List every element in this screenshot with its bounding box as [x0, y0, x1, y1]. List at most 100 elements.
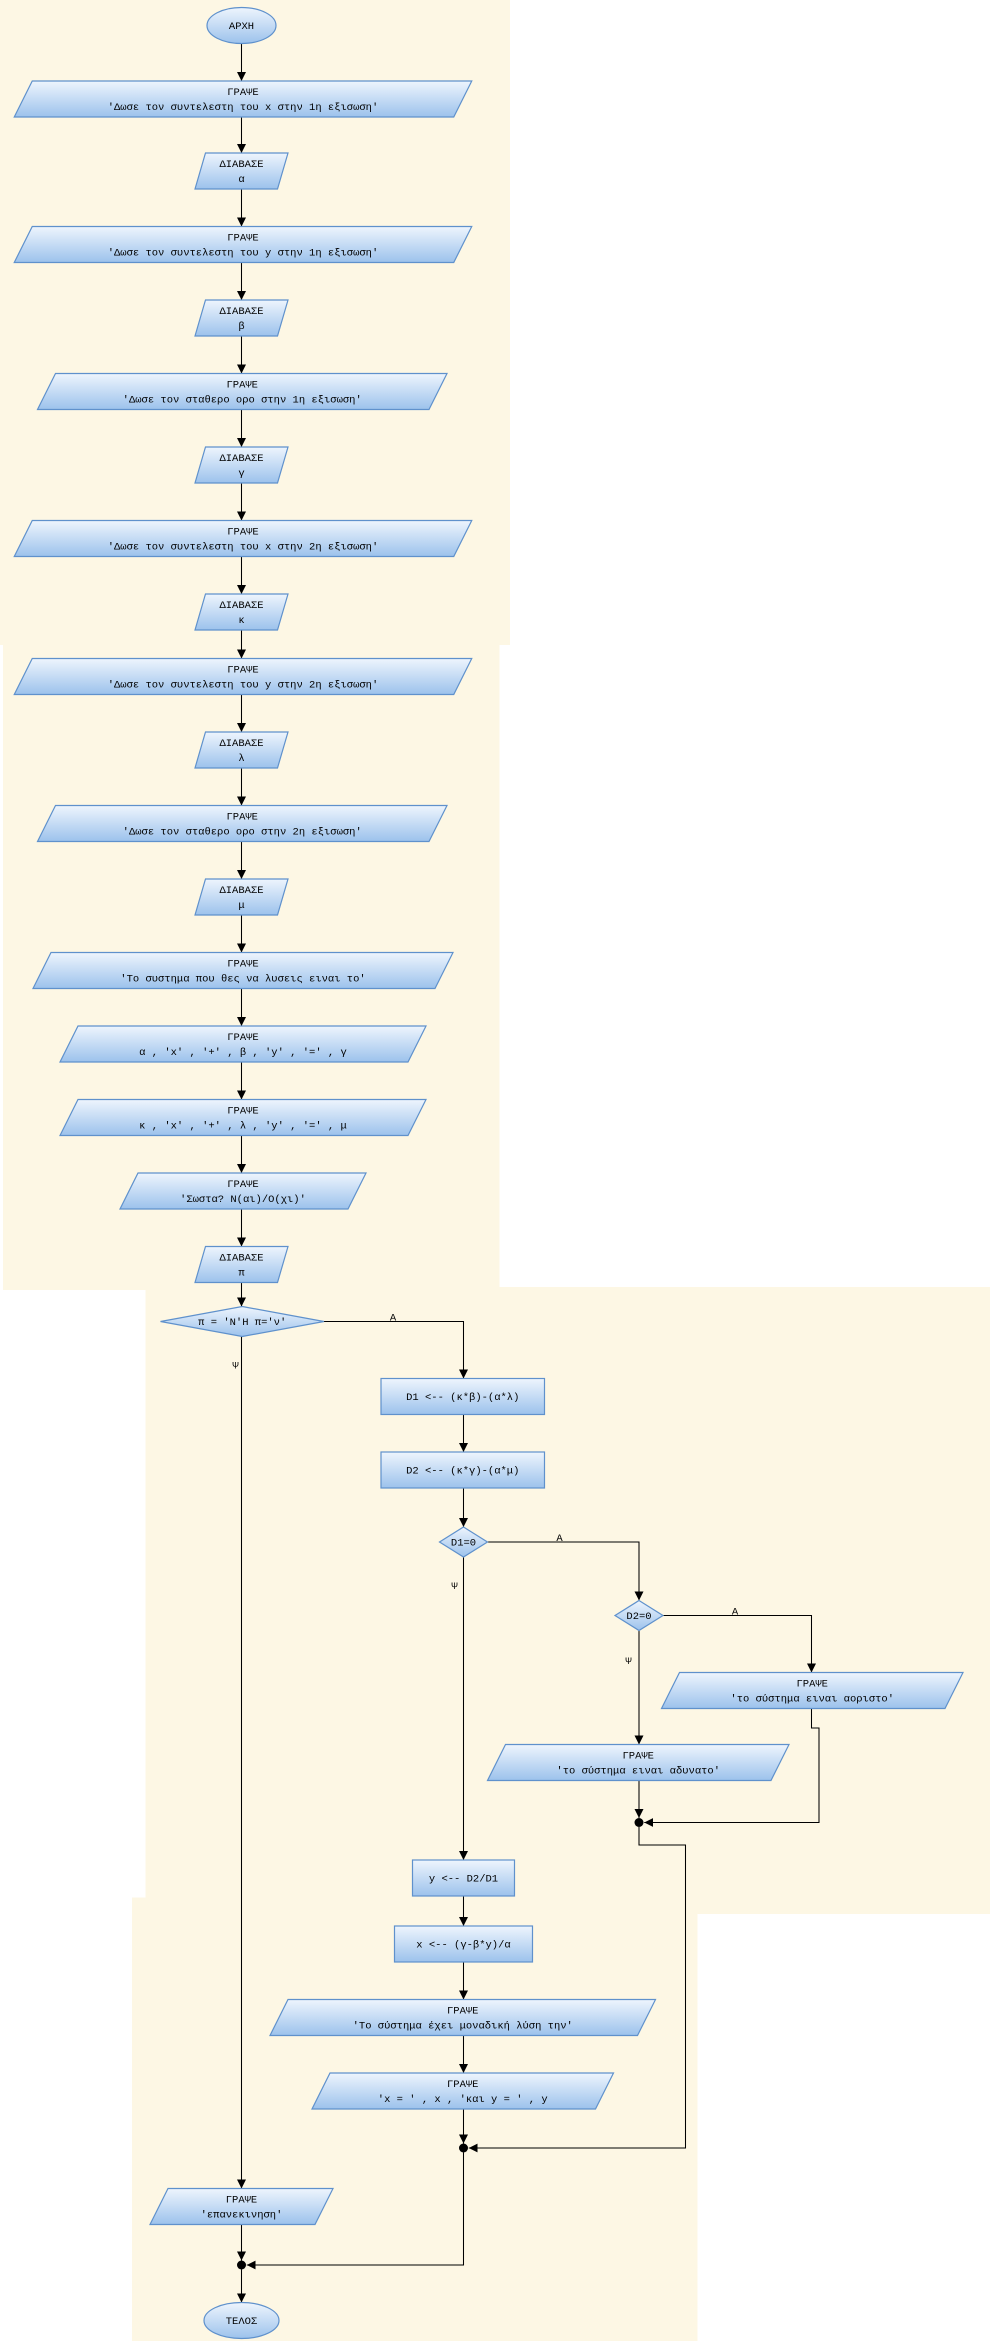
- node-text: 'Το συστημα που θες να λυσεις ειναι το': [120, 974, 365, 986]
- node-text: λ: [238, 753, 244, 765]
- junction-dot: [458, 2143, 468, 2153]
- io-parallelogram: [119, 1172, 367, 1210]
- node-text: 'το σύστημα ειναι αοριστο': [730, 1694, 894, 1706]
- flow-arrow: [323, 1320, 468, 1379]
- node-keyword: ΓΡΑΨΕ: [226, 2195, 257, 2207]
- node-read-p: ΔΙΑΒΑΣΕ π: [194, 1245, 289, 1284]
- io-parallelogram: [194, 299, 289, 337]
- node-keyword: ΓΡΑΨΕ: [227, 1179, 258, 1191]
- junction-dot: [634, 1817, 644, 1827]
- io-parallelogram: [36, 804, 448, 843]
- node-keyword: ΔΙΑΒΑΣΕ: [219, 159, 263, 171]
- background-panel: [145, 1286, 990, 1914]
- io-parallelogram: [311, 2072, 615, 2110]
- branch-label-no: Ψ: [232, 1361, 239, 1373]
- node-write-restart: ΓΡΑΨΕ 'επανεκινηση': [149, 2187, 334, 2226]
- node-assign-y: y <-- D2/D1: [411, 1859, 516, 1897]
- node-write-system-intro: ΓΡΑΨΕ'Το συστημα που θες να λυσεις ειναι…: [32, 951, 454, 990]
- branch-label-yes: Α: [390, 1313, 397, 1325]
- decision-diamond: [160, 1305, 325, 1338]
- node-keyword: ΓΡΑΨΕ: [227, 233, 258, 245]
- node-text: κ , 'x' , '+' , λ , 'y' , '=' , μ: [139, 1121, 347, 1133]
- node-text: 'Σωστα? Ν(αι)/Ο(χι)': [180, 1194, 306, 1206]
- node-text: 'το σύστημα ειναι αδυνατο': [556, 1766, 720, 1778]
- node-text: α , 'x' , '+' , β , 'y' , '=' , γ: [139, 1047, 347, 1059]
- node-keyword: ΓΡΑΨΕ: [447, 2006, 478, 2018]
- terminal-ellipse: [203, 2301, 280, 2340]
- io-parallelogram: [486, 1743, 790, 1782]
- process-box: [393, 1925, 534, 1963]
- node-text: 'Δωσε τον συντελεστη του x στην 1η εξισω…: [108, 102, 379, 114]
- node-read-b: ΔΙΑΒΑΣΕ β: [194, 299, 289, 337]
- node-label: D1 <-- (κ*β)-(α*λ): [406, 1392, 519, 1404]
- node-text: α: [238, 174, 244, 186]
- io-parallelogram: [194, 731, 289, 769]
- node-text: 'x = ' , x , 'και y = ' , y: [378, 2094, 548, 2106]
- node-text: 'Δωσε τον συντελεστη του y στην 1η εξισω…: [108, 248, 379, 260]
- node-text: β: [238, 321, 244, 333]
- junction-dot: [236, 2260, 246, 2270]
- node-keyword: ΓΡΑΨΕ: [227, 527, 258, 539]
- node-keyword: ΔΙΑΒΑΣΕ: [219, 1253, 263, 1265]
- flow-nodes: ΑΡΧΗ ΓΡΑΨΕ 'Δωσε τον συντελεστη του x στην…: [13, 6, 964, 2340]
- node-decision-d1: D1=0: [438, 1526, 489, 1558]
- io-parallelogram: [36, 372, 448, 411]
- node-text: π: [238, 1268, 245, 1280]
- node-keyword: ΓΡΑΨΕ: [623, 1751, 654, 1763]
- node-write-coef-y2: ΓΡΑΨΕ 'Δωσε τον συντελεστη του y στην 2η …: [13, 657, 473, 696]
- node-start: ΑΡΧΗ: [206, 6, 277, 45]
- process-box: [380, 1451, 546, 1489]
- node-decision-answer: π = 'Ν'Η π='ν': [160, 1305, 325, 1338]
- node-write-impossible: ΓΡΑΨΕ 'το σύστημα ειναι αδυνατο': [486, 1743, 790, 1782]
- node-text: 'Το σύστημα έχει μοναδική λύση την': [353, 2021, 573, 2033]
- decision-diamond: [613, 1599, 665, 1632]
- node-keyword: ΓΡΑΨΕ: [227, 665, 258, 677]
- node-write-xy: ΓΡΑΨΕ'x = ' , x , 'και y = ' , y: [311, 2072, 615, 2110]
- node-text: 'Δωσε τον σταθερο ορο στην 1η εξισωση': [123, 395, 362, 407]
- flow-arrow: [246, 2152, 465, 2270]
- io-parallelogram: [194, 1245, 289, 1284]
- node-read-a: ΔΙΑΒΑΣΕ α: [194, 152, 289, 190]
- io-parallelogram: [59, 1025, 427, 1063]
- branch-label-no: Ψ: [451, 1581, 458, 1593]
- io-parallelogram: [194, 593, 289, 631]
- io-parallelogram: [13, 657, 473, 696]
- node-assign-d1: D1 <-- (κ*β)-(α*λ): [380, 1377, 546, 1416]
- decision-diamond: [438, 1526, 489, 1558]
- node-text: γ: [238, 468, 244, 480]
- node-text: 'Δωσε τον σταθερο ορο στην 2η εξισωση': [123, 827, 362, 839]
- node-keyword: ΓΡΑΨΕ: [227, 87, 258, 99]
- node-keyword: ΓΡΑΨΕ: [227, 380, 258, 392]
- node-assign-d2: D2 <-- (κ*γ)-(α*μ): [380, 1451, 546, 1489]
- node-label: ΑΡΧΗ: [229, 21, 254, 33]
- node-label: D2 <-- (κ*γ)-(α*μ): [406, 1466, 519, 1478]
- node-label: π = 'Ν'Η π='ν': [198, 1317, 286, 1329]
- node-write-indeterminate: ΓΡΑΨΕ'το σύστημα ειναι αοριστο': [660, 1671, 964, 1710]
- flow-arrow: [644, 1708, 820, 1827]
- node-label: ΤΕΛΟΣ: [226, 2316, 258, 2328]
- node-keyword: ΔΙΑΒΑΣΕ: [219, 306, 263, 318]
- node-write-coef-x1: ΓΡΑΨΕ 'Δωσε τον συντελεστη του x στην 1η …: [13, 80, 473, 118]
- node-assign-x: x <-- (γ-β*y)/α: [393, 1925, 534, 1963]
- node-decision-d2: D2=0: [613, 1599, 665, 1632]
- node-text: κ: [238, 615, 244, 627]
- io-parallelogram: [13, 80, 473, 118]
- io-parallelogram: [59, 1098, 427, 1137]
- io-parallelogram: [13, 225, 473, 264]
- io-parallelogram: [194, 446, 289, 484]
- node-write-coef-y1: ΓΡΑΨΕ 'Δωσε τον συντελεστη του y στην 1η …: [13, 225, 473, 264]
- flow-connectors: [236, 43, 820, 2303]
- node-text: 'Δωσε τον συντελεστη του y στην 2η εξισω…: [108, 680, 379, 692]
- node-text: 'Δωσε τον συντελεστη του x στην 2η εξισω…: [108, 542, 379, 554]
- node-text: μ: [238, 900, 244, 912]
- io-parallelogram: [149, 2187, 334, 2226]
- node-text: 'επανεκινηση': [201, 2210, 283, 2222]
